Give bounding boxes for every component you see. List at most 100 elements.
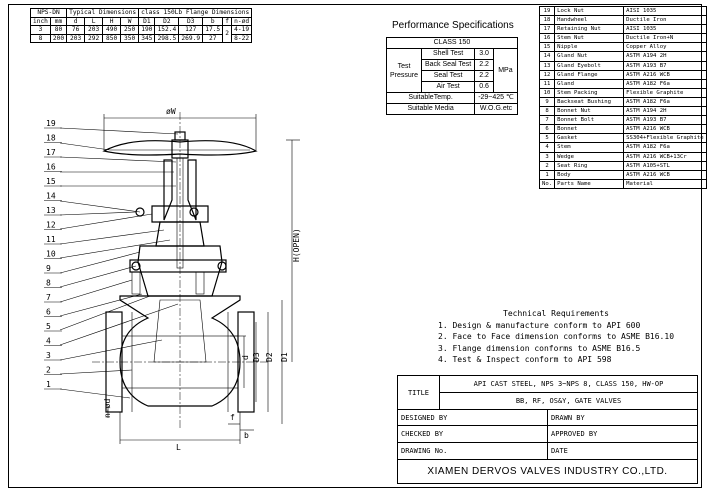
- balloon-label: 11: [46, 235, 56, 244]
- title-line-1: API CAST STEEL, NPS 3~NPS 8, CLASS 150, …: [440, 376, 697, 393]
- dim-row: 3 80 76 203 490 250 190 152.4 127 17.5 2…: [30, 25, 253, 44]
- part-number: 16: [538, 33, 556, 44]
- dim-b-label: b: [244, 431, 249, 440]
- part-number: 12: [538, 69, 556, 80]
- part-material: ASTM A216 WCB: [623, 169, 707, 180]
- part-material: ASTM A216 WCB: [623, 124, 707, 135]
- part-material: ASTM A216 WCB+13Cr: [623, 151, 707, 162]
- balloon-label: 13: [46, 206, 56, 215]
- title-line-2: BB, RF, OS&Y, GATE VALVES: [440, 393, 697, 410]
- dimension-lines: [103, 114, 300, 444]
- dim-d-label: d: [241, 355, 250, 360]
- drawing-no: DRAWING No.: [398, 443, 548, 460]
- balloon-label: 8: [46, 279, 51, 288]
- balloon-label: 7: [46, 293, 51, 302]
- part-number: 10: [538, 87, 556, 98]
- part-material: Copper Alloy: [623, 42, 707, 53]
- date: DATE: [548, 443, 697, 460]
- balloon-label: 18: [46, 134, 56, 143]
- dim-subheader-row: inch mm d L H W D1 D2 D3 b f n-ød: [30, 16, 253, 27]
- test-pressure-label: Test Pressure: [386, 48, 422, 93]
- part-number: 4: [538, 142, 556, 153]
- drawn-by: DRAWN BY: [548, 410, 697, 426]
- balloon-label: 3: [46, 351, 51, 360]
- part-material: Flexible Graphite: [623, 87, 707, 98]
- balloon-label: 5: [46, 322, 51, 331]
- part-number: 18: [538, 15, 556, 26]
- part-material: ASTM A193 B7: [623, 115, 707, 126]
- dim-f-label: f: [230, 413, 235, 422]
- part-material: Material: [623, 178, 707, 189]
- dim-w-label: øW: [166, 107, 176, 116]
- part-number: 19: [538, 5, 556, 17]
- dim-row: 8 200 203 292 850 350 345 298.5 269.9 27…: [30, 33, 253, 44]
- part-number: 2: [538, 160, 556, 171]
- yoke: [135, 157, 209, 269]
- part-material: ASTM A105+STL: [623, 160, 707, 171]
- title-label: TITLE: [398, 376, 440, 410]
- dimension-table: NPS-DN Typical Dimensions class 150Lb Fl…: [29, 8, 253, 44]
- dim-d3-label: D3: [252, 352, 261, 362]
- technical-requirements: Technical Requirements 1. Design & manuf…: [438, 308, 674, 365]
- part-material: ASTM A194 2H: [623, 51, 707, 62]
- suitable-media-label: Suitable Media: [385, 103, 476, 115]
- performance-table: CLASS 150 Test Pressure Shell Test 3.0 M…: [385, 37, 518, 115]
- part-number: 1: [538, 169, 556, 180]
- balloon-label: 6: [46, 308, 51, 317]
- technical-item: 3. Flange dimension conforms to ASME B16…: [438, 343, 641, 353]
- dim-h-label: H(OPEN): [292, 228, 301, 262]
- dim-cell: 345: [138, 33, 156, 44]
- part-number: 5: [538, 133, 556, 144]
- balloon-label: 14: [46, 192, 56, 201]
- technical-item: 2. Face to Face dimension conforms to AS…: [438, 332, 675, 342]
- balloon-label: 10: [46, 250, 56, 259]
- company-name: XIAMEN DERVOS VALVES INDUSTRY CO.,LTD.: [427, 466, 668, 477]
- part-number: 3: [538, 151, 556, 162]
- bonnet: [129, 245, 227, 297]
- balloon-label: 12: [46, 221, 56, 230]
- part-material: ASTM A182 F6a: [623, 96, 707, 108]
- performance-title: Performance Specifications: [392, 20, 514, 31]
- drawing-frame: [8, 4, 702, 488]
- part-material: ASTM A182 F6a: [623, 78, 707, 89]
- balloon-label: 19: [46, 119, 56, 128]
- balloon-label: 17: [46, 148, 56, 157]
- title-block: TITLE API CAST STEEL, NPS 3~NPS 8, CLASS…: [397, 375, 698, 484]
- dim-cell: 298.5: [154, 33, 180, 44]
- part-number: 17: [538, 24, 556, 35]
- part-number: 15: [538, 42, 556, 53]
- part-material: SS304+Flexible Graphite: [623, 133, 707, 144]
- balloon-label: 2: [46, 366, 51, 375]
- part-number: 6: [538, 124, 556, 135]
- part-material: Ductile Iron+N: [623, 33, 707, 44]
- part-number: No.: [538, 178, 556, 189]
- valve-body: [105, 295, 255, 413]
- part-material: ASTM A182 F6a: [623, 142, 707, 153]
- part-material: ASTM A216 WCB: [623, 69, 707, 80]
- dim-cell: 200: [49, 33, 68, 44]
- leader-lines: [59, 127, 179, 399]
- part-number: 7: [538, 115, 556, 126]
- dim-cell: 8-22: [231, 33, 253, 44]
- dim-d1-label: D1: [280, 352, 289, 362]
- technical-title: Technical Requirements: [503, 309, 609, 318]
- balloon-label: 4: [46, 337, 51, 346]
- technical-item: 1. Design & manufacture conform to API 6…: [438, 321, 641, 331]
- part-material: ASTM A193 B7: [623, 60, 707, 71]
- part-material: ASTM A194 2H: [623, 106, 707, 117]
- part-number: 13: [538, 60, 556, 71]
